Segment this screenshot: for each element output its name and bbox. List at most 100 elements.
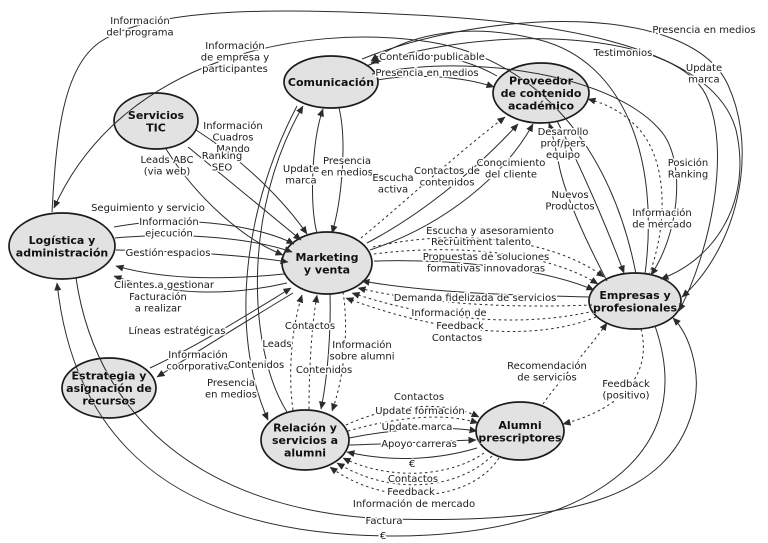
edge-comunicacion-empresas-8 bbox=[361, 21, 743, 298]
edge-label-empresas-marketing-29: Demanda fidelizada de servicios bbox=[394, 293, 557, 304]
edge-label-estrategia-marketing-24: Líneas estratégicas bbox=[129, 325, 226, 337]
edge-label-proveedor-comunicacion-5: Contenido publicable bbox=[379, 52, 485, 63]
edge-label-alumni-relacion-45: Feedback bbox=[387, 487, 435, 498]
edge-empresas-marketing-30 bbox=[357, 286, 593, 307]
edge-marketing-relacion-35 bbox=[319, 292, 331, 410]
edge-marketing-proveedor-14 bbox=[360, 116, 506, 239]
edge-label-empresas-marketing-31: Feedback bbox=[436, 321, 484, 332]
edge-label-relacion-comunicacion-37: Contenidos bbox=[228, 360, 284, 371]
edge-marketing-relacion-36 bbox=[331, 291, 346, 412]
edge-label-logistica-marketing-19: Seguimiento y servicio bbox=[91, 203, 205, 214]
edge-comunicacion-empresas-9 bbox=[365, 38, 719, 312]
edge-marketing-estrategia-25 bbox=[156, 292, 294, 378]
edge-label-marketing-relacion-35: Contenidos bbox=[296, 365, 352, 376]
edge-label-alumni-relacion-46: Información de mercado bbox=[353, 498, 475, 510]
edge-marketing-logistica-22 bbox=[115, 264, 285, 279]
edge-label-servicios-tic-marketing-4: Leads ABC(via web) bbox=[141, 155, 194, 178]
node-logistica bbox=[8, 212, 116, 280]
edge-empresas-comunicacion-7 bbox=[370, 30, 649, 275]
edge-empresas-logistica-50 bbox=[54, 282, 666, 537]
edge-relacion-alumni-39 bbox=[345, 405, 480, 426]
edge-label-relacion-marketing-33: Contactos bbox=[285, 321, 335, 332]
node-proveedor bbox=[492, 62, 590, 124]
edge-logistica-empresas-0 bbox=[51, 10, 741, 280]
edge-label-empresas-alumni-48: Feedback(positivo) bbox=[602, 379, 650, 402]
edge-logistica-marketing-20 bbox=[114, 235, 293, 253]
edge-empresas-alumni-48 bbox=[562, 328, 644, 426]
edge-label-empresas-marketing-30: Información de bbox=[411, 307, 486, 319]
edge-label-relacion-alumni-42: Apoyo carreras bbox=[381, 439, 457, 450]
edge-marketing-logistica-23 bbox=[113, 275, 288, 293]
edge-empresas-proveedor-17 bbox=[548, 122, 608, 282]
edge-label-alumni-relacion-43: € bbox=[409, 459, 415, 470]
edge-marketing-empresas-28 bbox=[373, 260, 595, 291]
edge-label-logistica-marketing-21: Gestión espacios bbox=[126, 247, 211, 259]
edge-label-alumni-relacion-44: Contactos bbox=[388, 474, 438, 485]
edge-alumni-relacion-45 bbox=[336, 455, 493, 486]
edge-marketing-comunicacion-12 bbox=[312, 108, 324, 234]
edge-empresas-proveedor-11 bbox=[587, 97, 663, 276]
edge-empresas-marketing-29 bbox=[361, 278, 591, 298]
edge-servicios-tic-marketing-3 bbox=[187, 146, 302, 241]
edge-empresas-marketing-32 bbox=[345, 297, 597, 332]
edge-label-logistica-empresas-49: Factura bbox=[366, 516, 403, 527]
edge-servicios-tic-marketing-4 bbox=[165, 148, 284, 256]
edge-empresas-marketing-31 bbox=[351, 292, 595, 321]
edge-logistica-empresas-49 bbox=[75, 277, 697, 520]
edge-relacion-marketing-33 bbox=[308, 294, 320, 410]
edge-label-relacion-alumni-40: Update formación bbox=[375, 405, 465, 417]
edge-label-empresas-marketing-32: Contactos bbox=[432, 333, 482, 344]
edge-label-comunicacion-proveedor-6: Presencia en medios bbox=[375, 68, 478, 79]
edges-layer bbox=[51, 10, 743, 537]
edge-relacion-alumni-41 bbox=[348, 426, 478, 439]
edge-alumni-relacion-43 bbox=[346, 447, 478, 460]
edge-comunicacion-marketing-13 bbox=[330, 107, 344, 234]
edge-relacion-comunicacion-37 bbox=[256, 105, 304, 413]
edge-relacion-alumni-42 bbox=[347, 436, 477, 446]
edge-estrategia-marketing-24 bbox=[149, 287, 292, 369]
edge-label-empresas-logistica-50: € bbox=[380, 531, 386, 542]
edge-relacion-marketing-34 bbox=[290, 294, 304, 411]
node-relacion bbox=[260, 409, 350, 471]
edge-comunicacion-empresas-10 bbox=[371, 65, 678, 276]
edge-proveedor-comunicacion-5 bbox=[370, 54, 498, 77]
edge-alumni-relacion-46 bbox=[329, 457, 500, 496]
edge-marketing-proveedor-15 bbox=[366, 123, 519, 244]
edge-label-relacion-alumni-41: Update marca bbox=[382, 422, 453, 433]
node-comunicacion bbox=[283, 55, 379, 109]
edge-logistica-marketing-21 bbox=[115, 249, 289, 265]
node-empresas bbox=[588, 272, 682, 330]
nodes-layer bbox=[8, 55, 682, 471]
edge-label-comunicacion-empresas-8: Presencia en medios bbox=[652, 25, 755, 36]
edge-empresas-logistica-1 bbox=[53, 36, 637, 275]
